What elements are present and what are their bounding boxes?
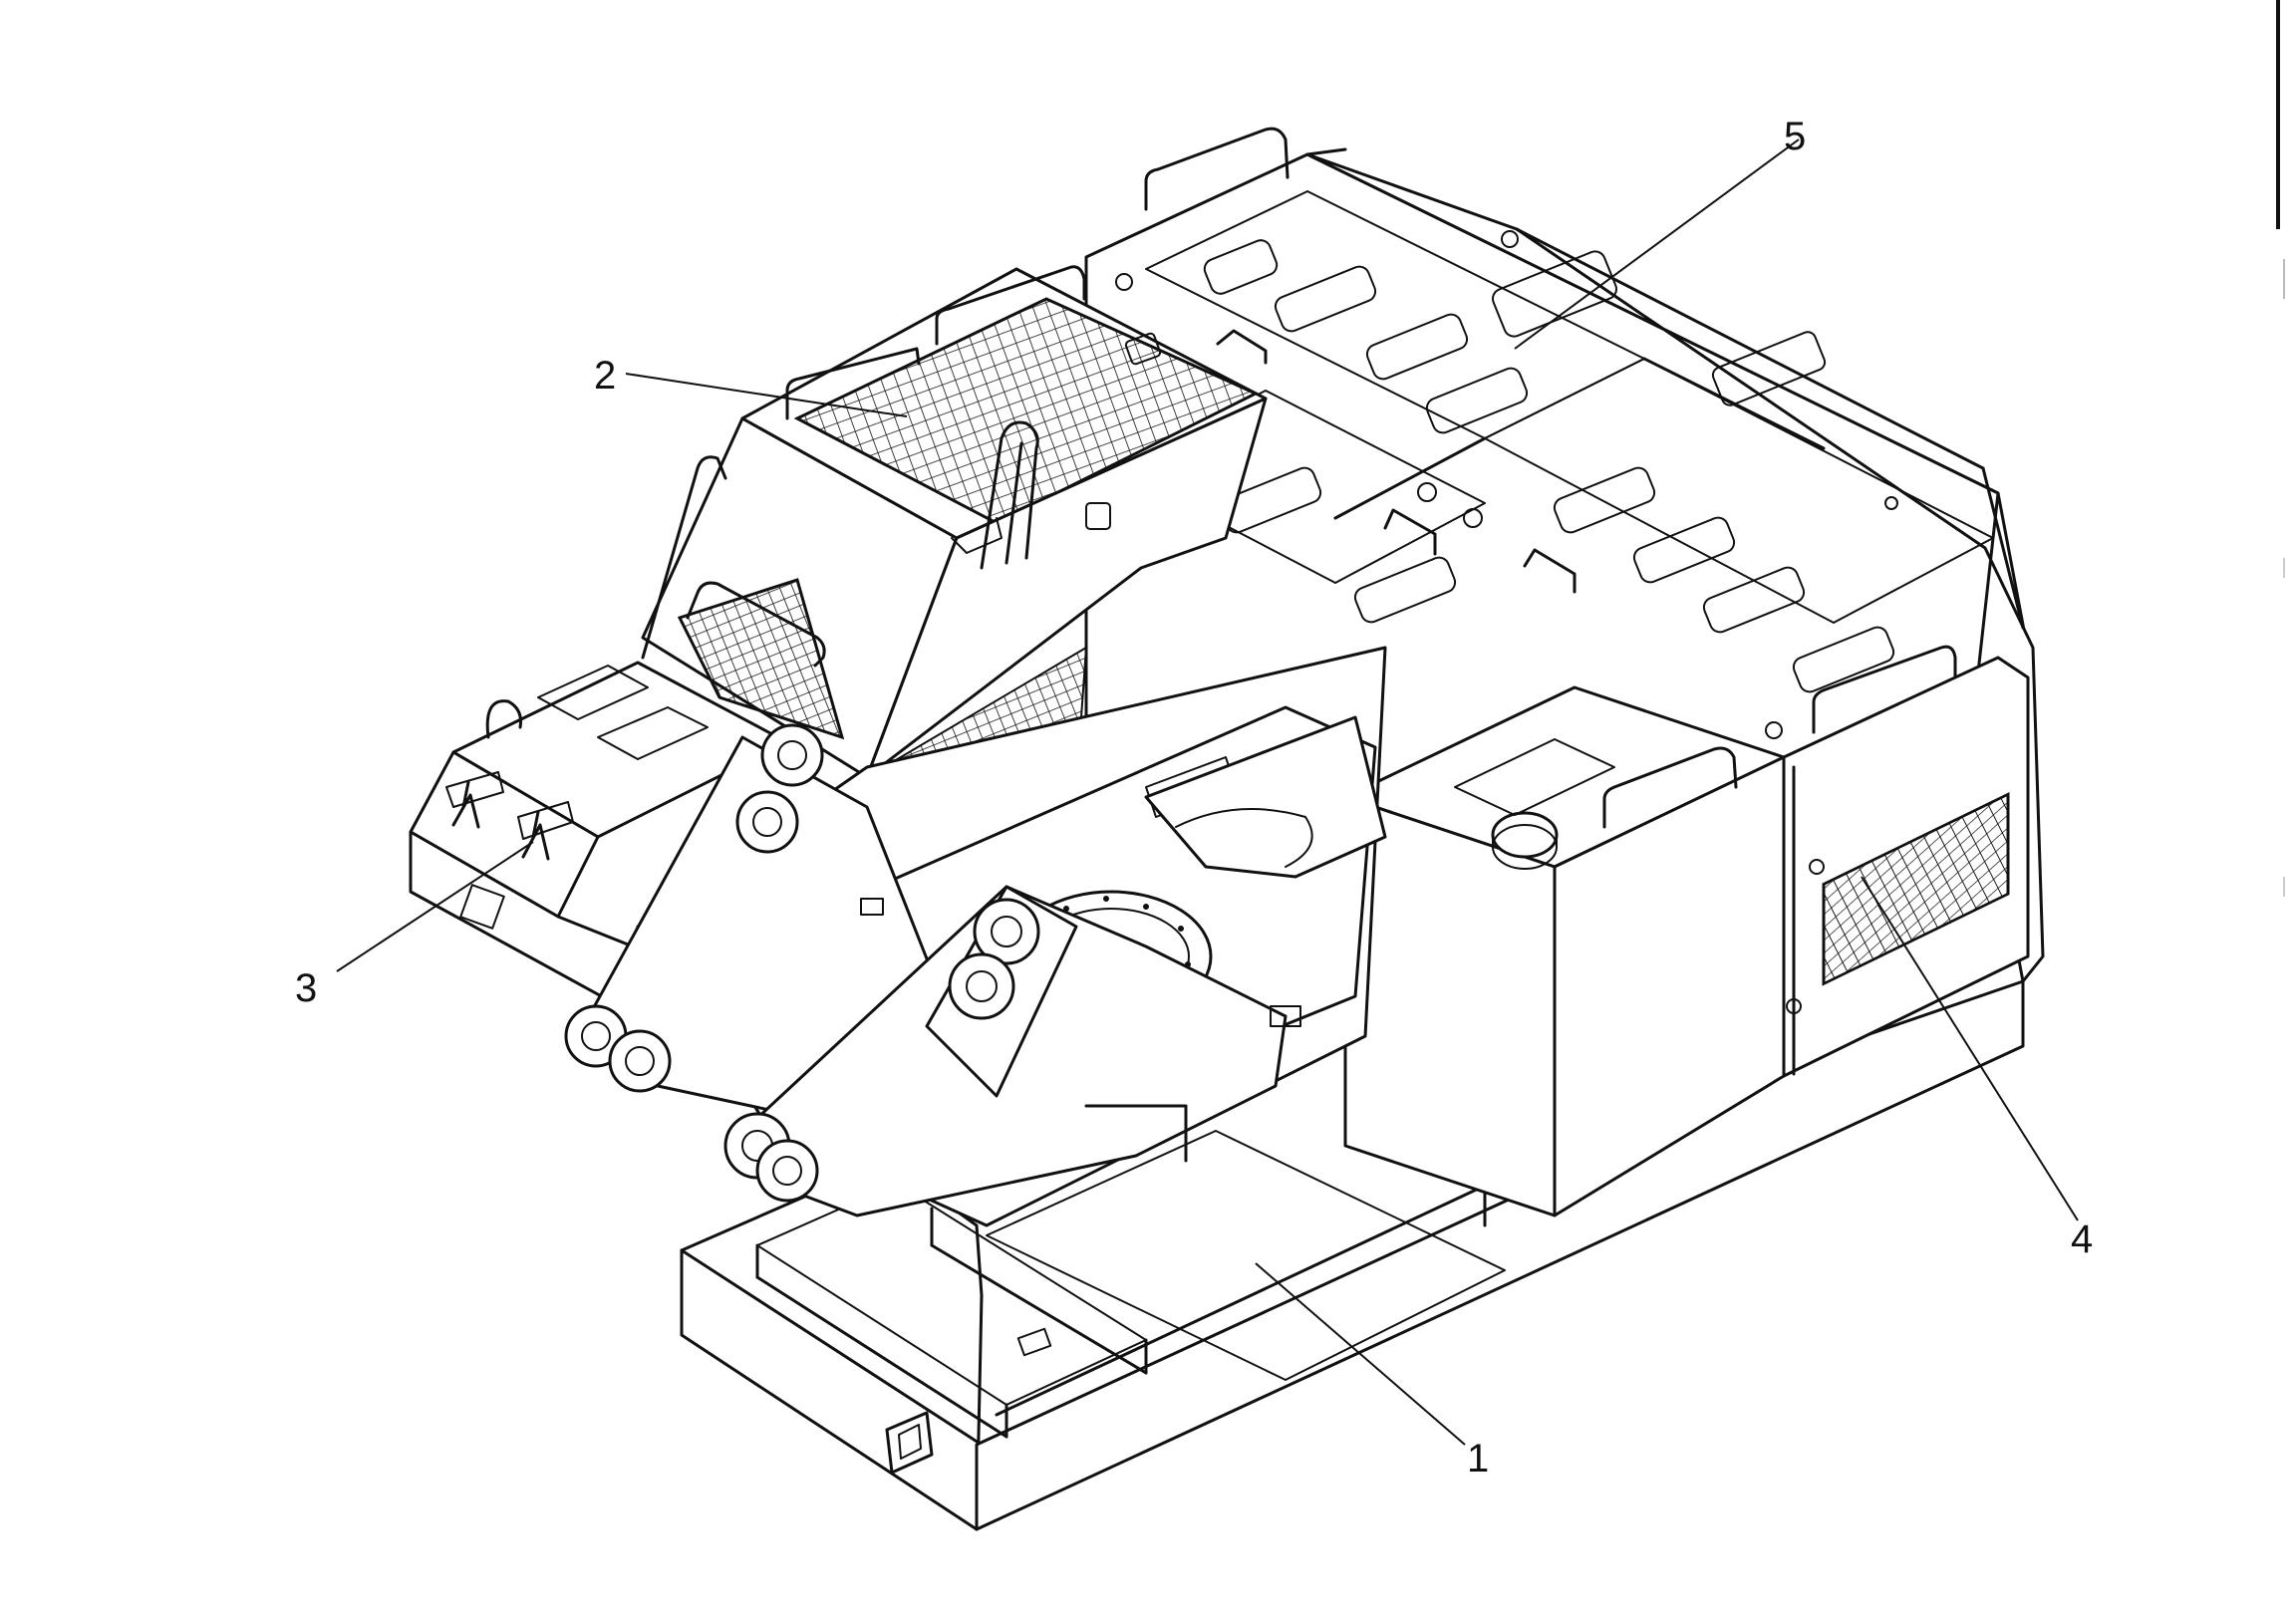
- callout-label-4: 4: [2071, 1217, 2093, 1261]
- callout-label-3: 3: [295, 966, 317, 1010]
- center-frame: [564, 646, 1387, 1227]
- callout-label-5: 5: [1784, 115, 1806, 158]
- callout-leaders: [336, 138, 2079, 1446]
- cover-slots: [1203, 239, 1895, 693]
- leader-1: [1255, 1262, 1466, 1446]
- right-side-housing: [1782, 656, 2030, 1078]
- mesh-cab-box: [641, 265, 1268, 789]
- page-edge-marks: [2276, 0, 2285, 897]
- callout-label-2: 2: [594, 354, 616, 398]
- tank-box: [1343, 685, 1786, 1217]
- callout-label-1: 1: [1467, 1437, 1489, 1481]
- callout-labels: 1 2 3 4 5: [295, 115, 2093, 1481]
- leader-4: [1861, 876, 2079, 1221]
- leader-3: [336, 841, 534, 972]
- leader-2: [625, 373, 908, 417]
- lower-frame-tray: [680, 979, 2025, 1531]
- left-front-platform: [409, 661, 789, 1018]
- leader-5: [1514, 138, 1800, 350]
